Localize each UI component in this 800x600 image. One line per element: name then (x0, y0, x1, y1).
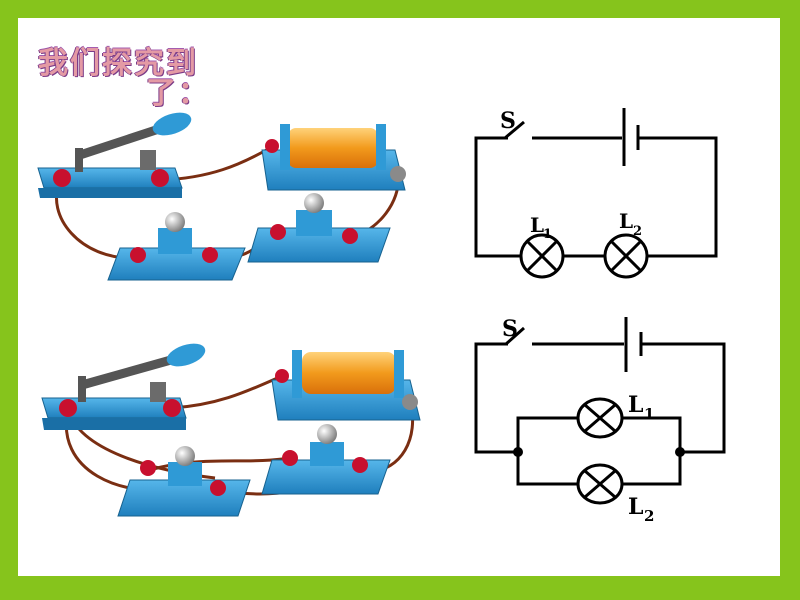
junction-node (675, 447, 685, 457)
lamp-holder-2 (247, 193, 391, 263)
switch-symbol (505, 326, 525, 346)
branch-wire (622, 452, 682, 486)
schematic-wire (474, 342, 518, 454)
series-lamp2-label: L (619, 209, 633, 233)
branch-wire (516, 416, 578, 452)
knife-switch (37, 112, 192, 198)
knife-switch (41, 343, 206, 430)
wire (171, 374, 283, 410)
series-lamp1-subscript: 1 (543, 227, 552, 242)
series-lamp2-subscript: 2 (633, 224, 642, 239)
switch-symbol (504, 120, 525, 140)
schematic-wire (641, 342, 726, 454)
lamp-holder-1 (117, 446, 251, 517)
slide-title-line-2: 了： (146, 76, 210, 111)
parallel-schematic (474, 317, 726, 505)
schematic-wire (474, 136, 520, 258)
lamp-symbol-2 (576, 463, 624, 505)
parallel-physical-circuit (41, 343, 421, 517)
series-switch-label: S (500, 108, 516, 134)
parallel-lamp1-label: L (628, 392, 643, 418)
wire (161, 146, 271, 182)
lamp-symbol-1 (519, 233, 565, 279)
parallel-lamp1-subscript: 1 (644, 405, 654, 423)
battery-holder (271, 350, 421, 421)
lamp-symbol-2 (603, 233, 649, 279)
parallel-lamp2-label: L (628, 494, 643, 520)
parallel-switch-label: S (502, 316, 518, 342)
parallel-lamp2-subscript: 2 (644, 507, 654, 525)
schematic-wire (638, 136, 718, 258)
series-schematic (474, 108, 718, 279)
lamp-holder-2 (261, 424, 391, 495)
series-physical-circuit (37, 112, 406, 281)
junction-node (513, 447, 523, 457)
lamp-symbol-1 (576, 397, 624, 439)
branch-wire (516, 452, 578, 486)
lamp-holder-1 (107, 212, 246, 281)
slide-title-line-1: 我们探究到 (38, 46, 198, 81)
battery-holder (261, 124, 406, 191)
branch-wire (622, 416, 682, 452)
series-lamp1-label: L (530, 213, 544, 237)
